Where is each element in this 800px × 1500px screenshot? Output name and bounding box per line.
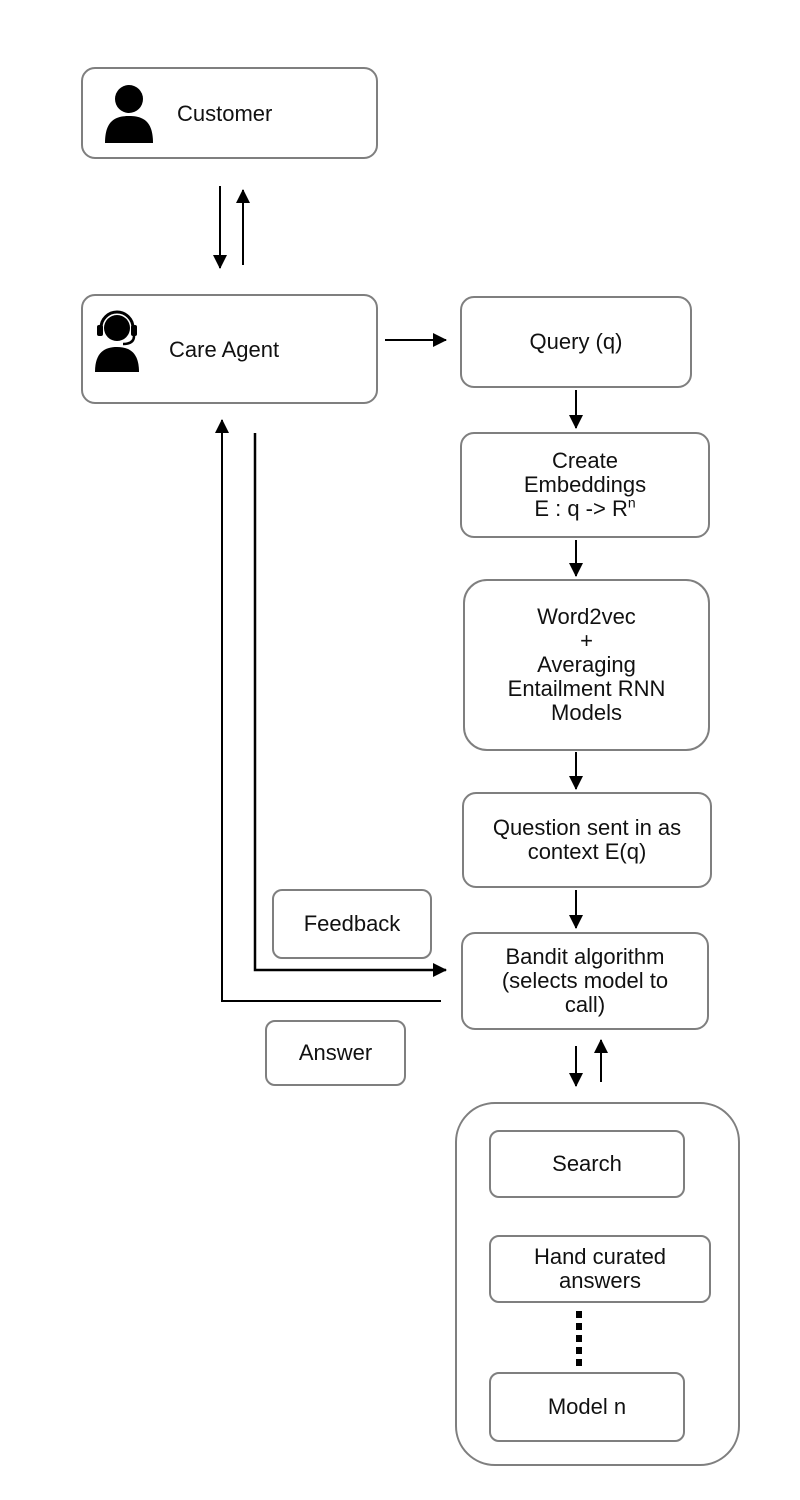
bandit-box: Bandit algorithm (selects model to call) <box>461 932 709 1030</box>
embeddings-formula: E : q -> R <box>534 496 628 521</box>
models-box: Word2vec + Averaging Entailment RNN Mode… <box>463 579 710 751</box>
embeddings-superscript: n <box>627 494 636 511</box>
person-icon <box>105 85 153 143</box>
question-box: Question sent in as context E(q) <box>462 792 712 888</box>
embeddings-box: Create Embeddings E : q -> Rn <box>460 432 710 538</box>
models-label: Word2vec + Averaging Entailment RNN Mode… <box>507 604 666 725</box>
model-search-box: Search <box>489 1130 685 1198</box>
care-agent-label: Care Agent <box>169 337 280 362</box>
bandit-label: Bandit algorithm (selects model to call) <box>501 944 669 1017</box>
embeddings-line-1: Create <box>551 448 619 473</box>
embeddings-line-2: Embeddings <box>523 472 647 497</box>
arrow-feedback-path <box>253 433 447 977</box>
customer-label: Customer <box>177 101 273 126</box>
model-n-box: Model n <box>489 1372 685 1442</box>
feedback-label: Feedback <box>303 911 401 936</box>
model-hand-curated-box: Hand curated answers <box>489 1235 711 1303</box>
model-n-label: Model n <box>547 1394 627 1419</box>
model-hand-curated-label: Hand curated answers <box>533 1244 667 1293</box>
feedback-label-box: Feedback <box>272 889 432 959</box>
care-agent-box: Care Agent <box>81 294 378 404</box>
model-search-label: Search <box>552 1151 622 1176</box>
customer-box: Customer <box>81 67 378 159</box>
embeddings-line-3: E : q -> Rn <box>534 494 636 521</box>
arrow-answer-path <box>215 419 441 1002</box>
query-label: Query (q) <box>529 329 623 354</box>
query-box: Query (q) <box>460 296 692 388</box>
question-label: Question sent in as context E(q) <box>492 815 682 864</box>
answer-label: Answer <box>298 1040 373 1065</box>
answer-label-box: Answer <box>265 1020 406 1086</box>
headset-agent-icon <box>95 310 139 372</box>
vertical-dots-icon <box>576 1311 582 1366</box>
